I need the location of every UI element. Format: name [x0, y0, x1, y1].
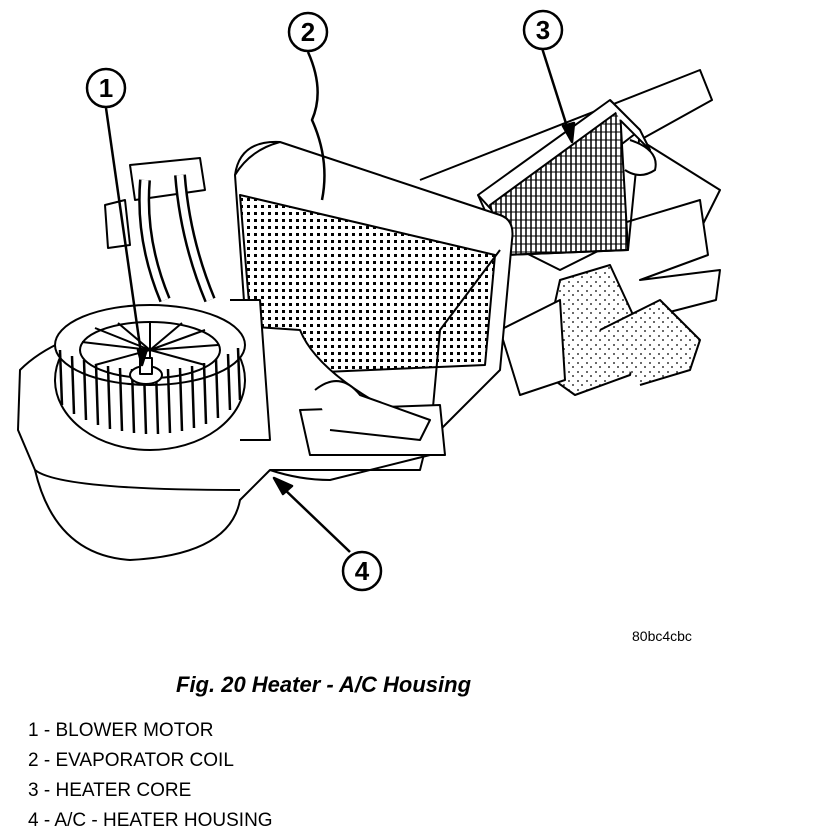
callout-2: 2 [287, 11, 329, 53]
legend-separator: - [38, 720, 56, 741]
leader-line-4 [281, 486, 351, 553]
legend: 1 - BLOWER MOTOR 2 - EVAPORATOR COIL 3 -… [28, 716, 273, 836]
legend-item-1: 1 - BLOWER MOTOR [28, 716, 273, 746]
image-code: 80bc4cbc [632, 628, 692, 644]
callout-number-2: 2 [301, 17, 315, 47]
legend-number: 1 [28, 720, 39, 741]
legend-separator: - [38, 780, 56, 801]
callout-4: 4 [341, 550, 383, 592]
legend-number: 2 [28, 750, 39, 771]
legend-label: EVAPORATOR COIL [55, 750, 234, 771]
legend-separator: - [38, 810, 55, 831]
callout-number-4: 4 [355, 556, 370, 586]
heater-hoses [104, 157, 216, 303]
legend-label: BLOWER MOTOR [55, 720, 214, 741]
leader-arrow-4 [272, 476, 294, 496]
leader-line-2 [306, 51, 326, 201]
figure-caption: Fig. 20 Heater - A/C Housing [176, 672, 472, 697]
callout-1: 1 [85, 67, 127, 109]
callout-3: 3 [522, 9, 564, 51]
heater-ac-housing-illustration: 1 2 3 4 [17, 9, 721, 592]
legend-item-4: 4 - A/C - HEATER HOUSING [28, 806, 273, 836]
legend-label: A/C - HEATER HOUSING [54, 810, 273, 831]
legend-item-3: 3 - HEATER CORE [28, 776, 273, 806]
legend-item-2: 2 - EVAPORATOR COIL [28, 746, 273, 776]
callout-number-1: 1 [99, 73, 113, 103]
leader-line-3 [540, 47, 572, 137]
legend-separator: - [38, 750, 56, 771]
callout-number-3: 3 [536, 15, 550, 45]
leader-line-1 [104, 107, 144, 361]
legend-number: 3 [28, 780, 39, 801]
leader-lines [104, 47, 576, 553]
legend-label: HEATER CORE [55, 780, 192, 801]
legend-number: 4 [28, 810, 39, 831]
leader-arrow-3 [561, 121, 576, 144]
leader-arrow-1 [136, 347, 149, 367]
blower-motor-wheel [54, 304, 246, 451]
